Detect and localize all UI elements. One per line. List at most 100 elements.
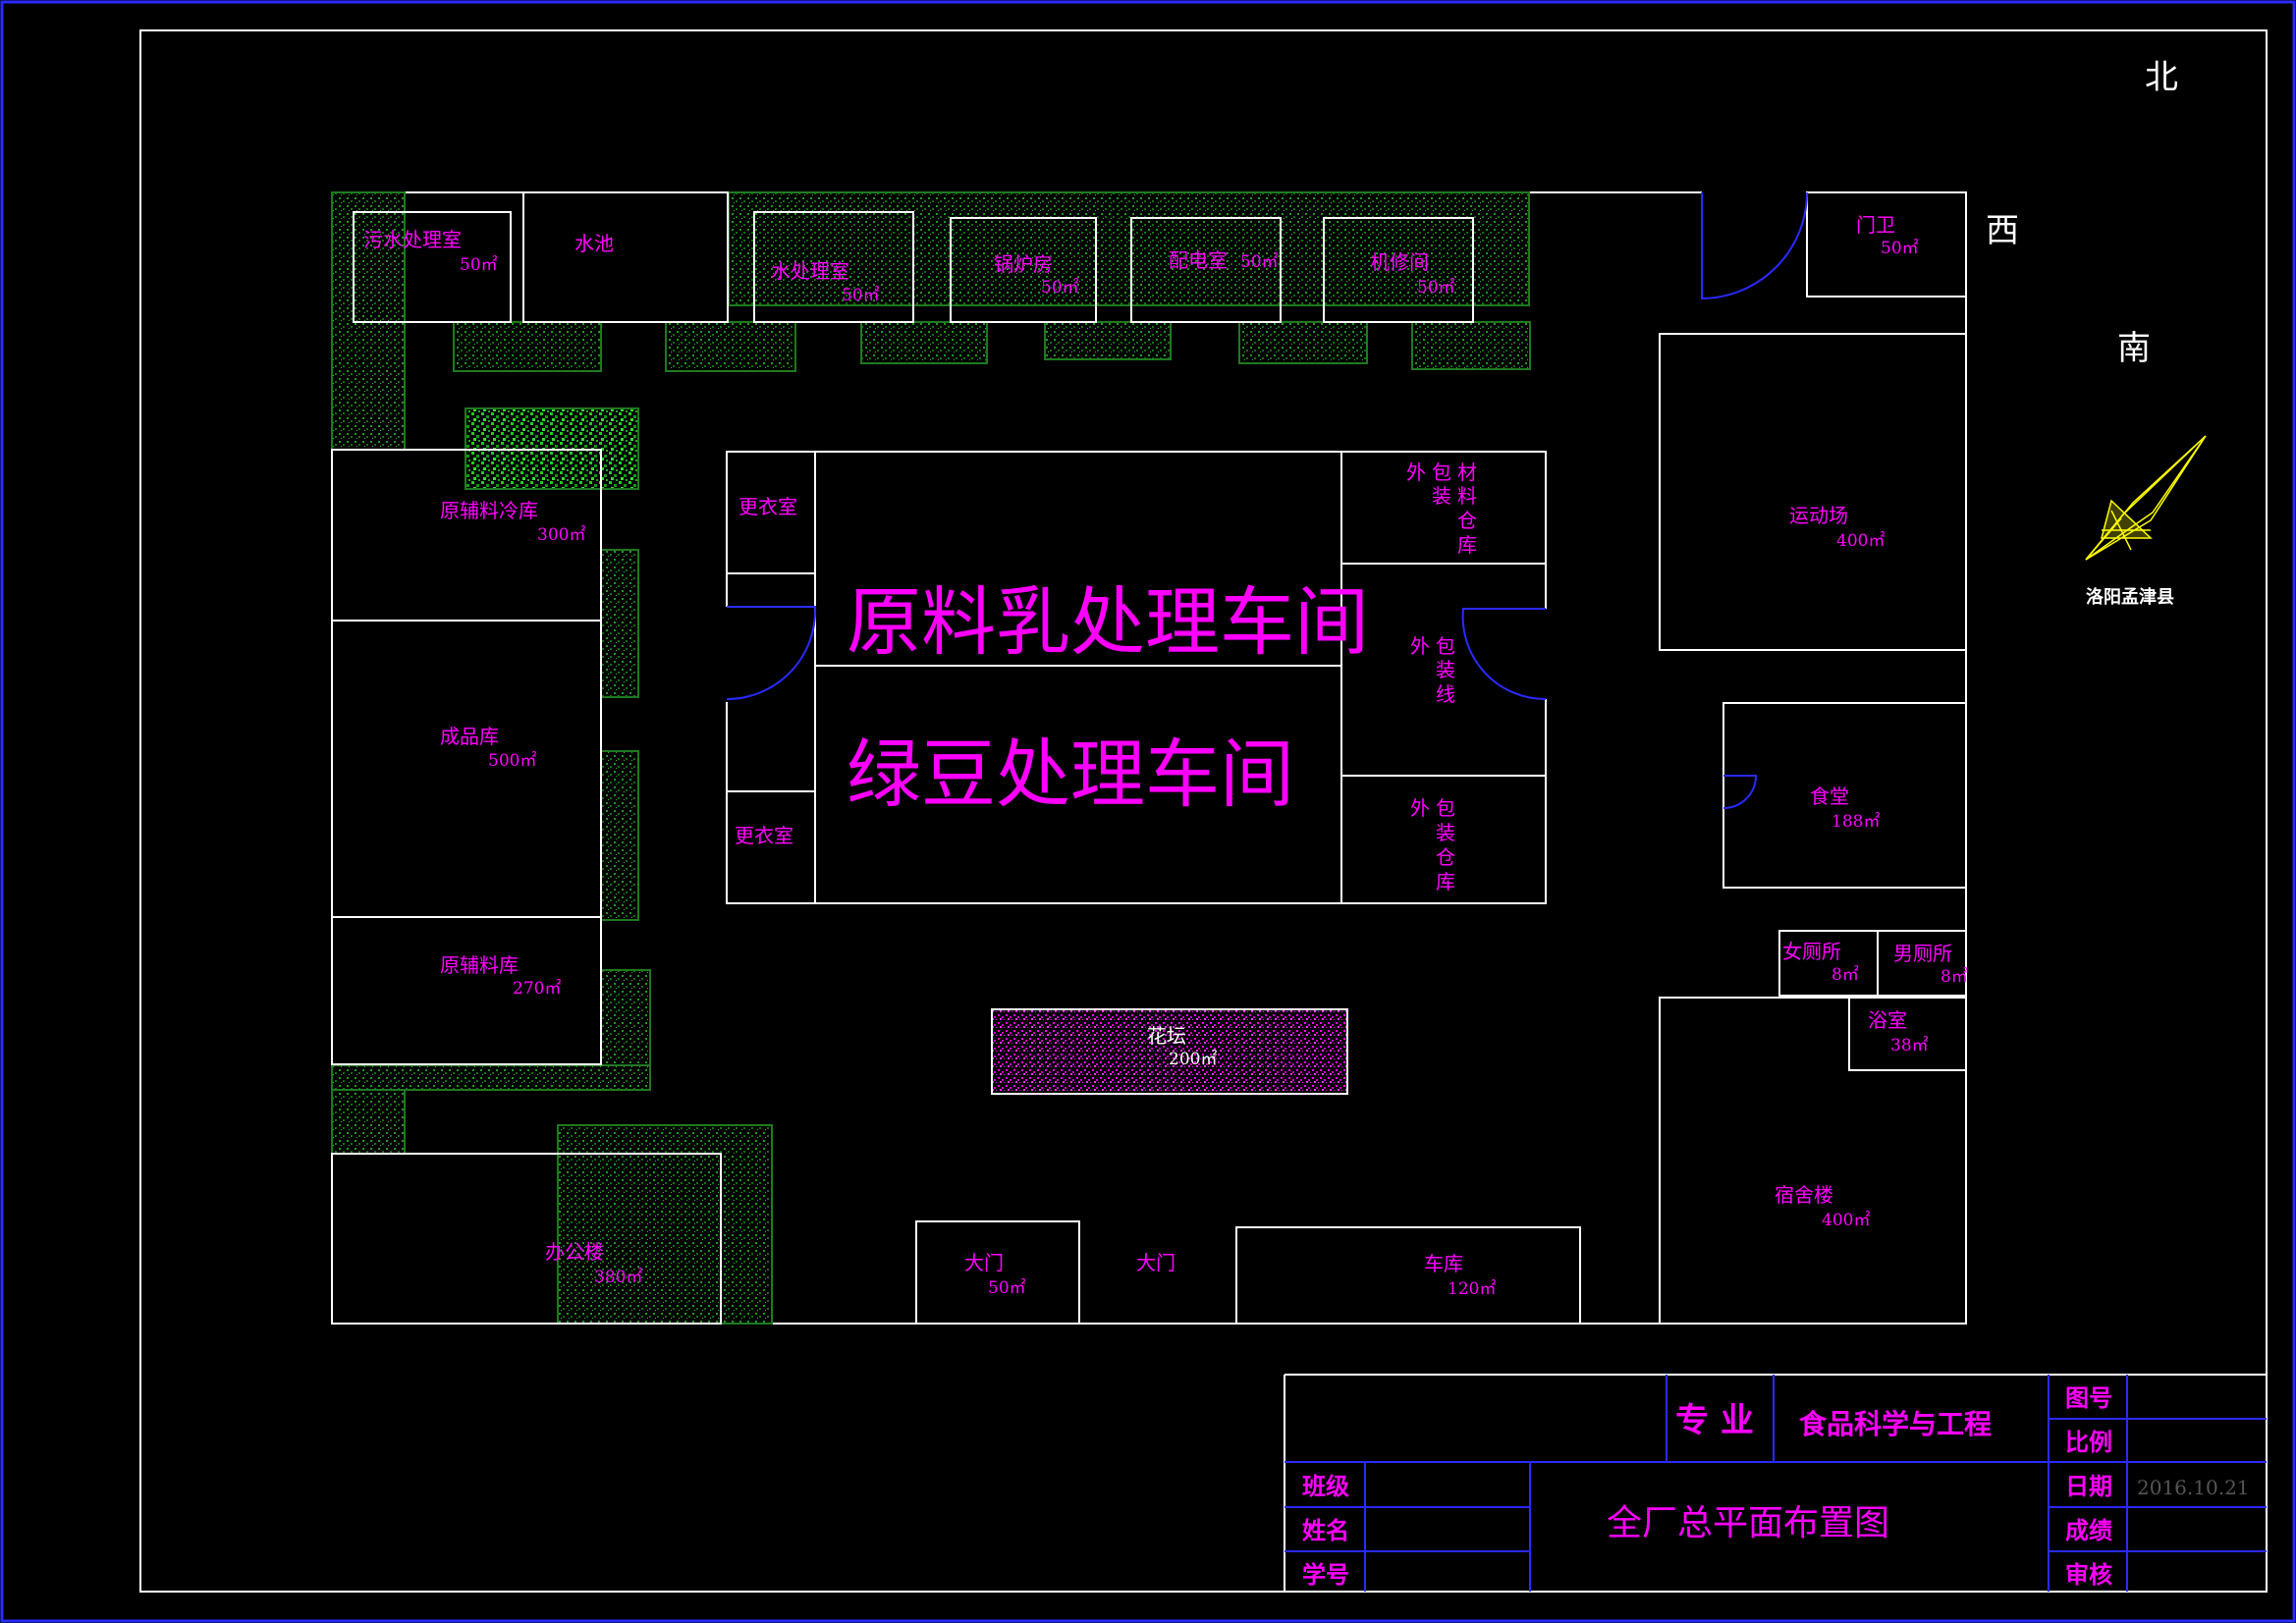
svg-text:装: 装 — [1436, 821, 1455, 844]
milk-workshop-label: 原料乳处理车间 — [847, 578, 1369, 666]
main-gate-label: 大门 — [1136, 1251, 1175, 1274]
canteen-area: 188㎡ — [1831, 812, 1880, 832]
office-building — [331, 1153, 722, 1325]
major-value: 食品科学与工程 — [1799, 1408, 1992, 1440]
west-label: 西 — [1986, 211, 2019, 250]
drawing-title: 全厂总平面布置图 — [1607, 1503, 1889, 1543]
wind-rose-icon — [2085, 435, 2207, 561]
flowerbed-name: 花坛 — [1147, 1024, 1186, 1048]
garage-name: 车库 — [1424, 1252, 1463, 1275]
bean-workshop-label: 绿豆处理车间 — [847, 730, 1294, 818]
raw-material-storage — [331, 916, 602, 1065]
pack-material-store-label: 外包材 装料 仓 库 — [1406, 460, 1477, 557]
svg-text:材: 材 — [1457, 460, 1477, 484]
location-label: 洛阳孟津县 — [2086, 586, 2174, 608]
svg-text:外: 外 — [1410, 796, 1430, 820]
water-treatment-room — [753, 211, 914, 323]
sewage-room — [353, 211, 512, 323]
bathroom — [1848, 997, 1967, 1071]
svg-text:料: 料 — [1457, 484, 1477, 508]
gate-house-name: 大门 — [964, 1251, 1004, 1274]
product-storage-name: 成品库 — [440, 725, 499, 748]
flowerbed-area: 200㎡ — [1169, 1050, 1217, 1069]
south-label: 南 — [2117, 329, 2151, 368]
svg-text:包: 包 — [1432, 460, 1451, 484]
pack-store-label: 外包 装 仓 库 — [1410, 796, 1455, 893]
cold-storage-area: 300㎡ — [537, 525, 585, 545]
sewage-room-area: 50㎡ — [460, 255, 498, 275]
north-label: 北 — [2145, 58, 2178, 97]
locker-room-1-name: 更衣室 — [738, 495, 797, 518]
name-label: 姓名 — [1302, 1517, 1349, 1544]
central-workshop — [726, 451, 1547, 904]
canteen-name: 食堂 — [1810, 784, 1849, 808]
svg-text:库: 库 — [1436, 870, 1455, 893]
garage-area: 120㎡ — [1448, 1279, 1496, 1299]
grade-label: 成绩 — [2065, 1517, 2112, 1544]
canteen-door — [1722, 775, 1758, 809]
pool — [522, 191, 729, 323]
drawing-frame — [139, 29, 2268, 1593]
sports-field-name: 运动场 — [1789, 504, 1848, 527]
power-room-area: 50㎡ — [1240, 252, 1279, 272]
gate-house-area: 50㎡ — [988, 1278, 1026, 1298]
review-label: 审核 — [2065, 1561, 2112, 1589]
scale-label: 比例 — [2065, 1429, 2112, 1456]
sewage-room-name: 污水处理室 — [363, 228, 462, 251]
boiler-room-area: 50㎡ — [1041, 278, 1079, 298]
product-storage — [331, 620, 602, 918]
boiler-room-name: 锅炉房 — [994, 252, 1053, 276]
womens-toilet-area: 8㎡ — [1831, 965, 1859, 985]
cold-storage-name: 原辅料冷库 — [440, 499, 538, 522]
bathroom-name: 浴室 — [1868, 1008, 1907, 1032]
locker-room-2-name: 更衣室 — [735, 824, 793, 847]
svg-text:装: 装 — [1436, 658, 1455, 681]
flowerbed — [991, 1008, 1348, 1095]
major-label: 专 业 — [1675, 1401, 1754, 1440]
class-label: 班级 — [1302, 1473, 1349, 1500]
office-name: 办公楼 — [545, 1240, 604, 1264]
date-value: 2016.10.21 — [2137, 1476, 2250, 1499]
power-room-name: 配电室 — [1169, 248, 1228, 272]
svg-text:线: 线 — [1436, 682, 1455, 706]
main-entrance-door — [1701, 191, 1808, 300]
date-label: 日期 — [2065, 1473, 2112, 1500]
pool-name: 水池 — [574, 232, 614, 255]
svg-text:外: 外 — [1406, 460, 1426, 484]
svg-text:外: 外 — [1410, 634, 1430, 658]
womens-toilet-name: 女厕所 — [1782, 940, 1841, 963]
guard-room-name: 门卫 — [1856, 213, 1895, 237]
student-id-label: 学号 — [1302, 1561, 1349, 1589]
repair-room — [1323, 217, 1474, 323]
svg-text:仓: 仓 — [1436, 845, 1455, 869]
svg-text:库: 库 — [1457, 533, 1477, 557]
svg-text:装: 装 — [1432, 484, 1451, 508]
product-storage-area: 500㎡ — [488, 751, 536, 771]
title-block — [1284, 1374, 2267, 1592]
repair-room-area: 50㎡ — [1417, 278, 1455, 298]
svg-text:仓: 仓 — [1457, 509, 1477, 532]
raw-storage-name: 原辅料库 — [440, 953, 519, 977]
raw-storage-area: 270㎡ — [513, 979, 561, 999]
garage — [1235, 1226, 1581, 1325]
svg-text:包: 包 — [1436, 796, 1455, 820]
power-room — [1130, 217, 1282, 323]
svg-text:包: 包 — [1436, 634, 1455, 658]
dormitory-name: 宿舍楼 — [1775, 1183, 1833, 1207]
dormitory-area: 400㎡ — [1822, 1211, 1870, 1230]
guard-room-area: 50㎡ — [1881, 239, 1919, 258]
drawing-number-label: 图号 — [2065, 1384, 2112, 1412]
mens-toilet-name: 男厕所 — [1893, 942, 1952, 965]
repair-room-name: 机修间 — [1370, 250, 1429, 274]
water-treatment-area: 50㎡ — [842, 286, 880, 305]
bathroom-area: 38㎡ — [1890, 1036, 1929, 1055]
mens-toilet-area: 8㎡ — [1941, 967, 1968, 987]
boiler-room — [950, 217, 1097, 323]
water-treatment-name: 水处理室 — [771, 259, 849, 283]
pack-line-label: 外包 装 线 — [1410, 634, 1455, 706]
sports-field-area: 400㎡ — [1836, 531, 1885, 551]
sports-field — [1659, 333, 1967, 651]
canteen — [1722, 702, 1967, 889]
